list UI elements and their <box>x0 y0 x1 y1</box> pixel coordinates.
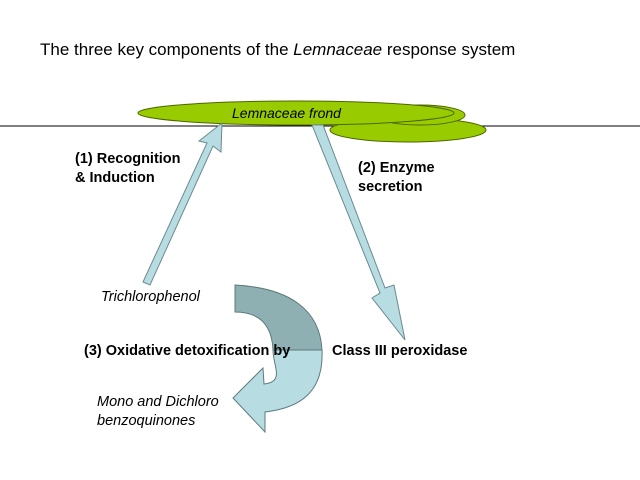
recognition-arrow <box>142 121 223 286</box>
step2-line1: (2) Enzyme <box>358 160 435 176</box>
substrate-label: Trichlorophenol <box>101 289 200 305</box>
oxidation-arrow-head <box>232 349 323 434</box>
frond-label: Lemnaceae frond <box>232 105 341 121</box>
step1-line2: & Induction <box>75 170 155 186</box>
secretion-arrow <box>311 124 406 341</box>
step1-line1: (1) Recognition <box>75 151 181 167</box>
oxidation-curve-upper <box>234 284 323 351</box>
frond-main <box>137 100 455 126</box>
title-prefix: The three key components of the <box>40 40 294 59</box>
product-line1: Mono and Dichloro <box>97 394 219 410</box>
step1-label: (1) Recognition & Induction <box>75 150 181 188</box>
title-suffix: response system <box>382 40 516 59</box>
step2-line2: secretion <box>358 179 423 195</box>
title-italic: Lemnaceae <box>293 40 383 59</box>
slide-title: The three key components of the Lemnacea… <box>40 40 515 60</box>
product-label: Mono and Dichloro benzoquinones <box>97 393 219 431</box>
enzyme-label: Class III peroxidase <box>332 343 468 359</box>
step2-label: (2) Enzyme secretion <box>358 159 435 197</box>
step3-label: (3) Oxidative detoxification by <box>84 343 291 359</box>
product-line2: benzoquinones <box>97 413 196 429</box>
